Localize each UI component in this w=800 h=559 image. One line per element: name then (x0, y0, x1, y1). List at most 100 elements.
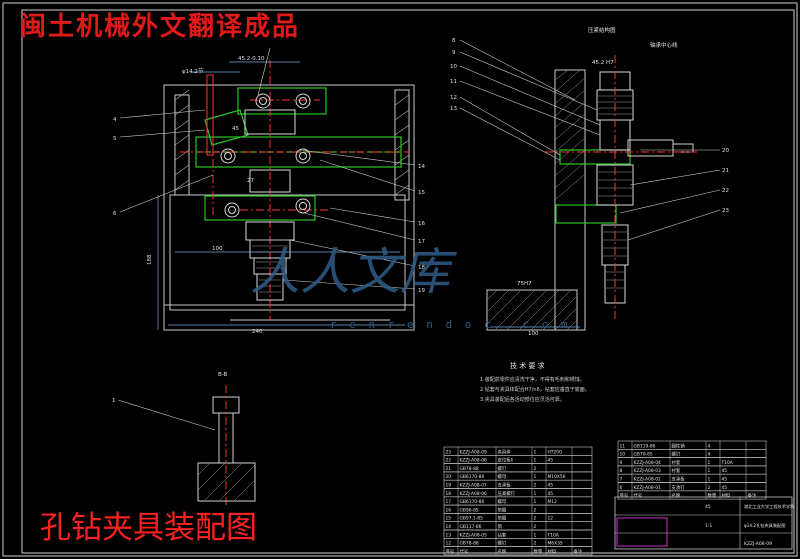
table-cell: 2 (534, 541, 537, 547)
table-header-row (443, 546, 593, 556)
tech-req-line-3: 3.夹具装配后各活动部位应灵活可靠。 (480, 396, 565, 403)
title-block-school: 湖北工业大学工程技术学院 (744, 503, 795, 510)
title-block-code: KZZJ-A08-09 (744, 541, 772, 547)
table-cell: KZZJ-A08-01 (634, 485, 661, 491)
table-cell: T10A (721, 460, 733, 466)
table-cell: 45 (722, 485, 728, 491)
table-cell: 螺钉 (498, 540, 507, 547)
table-cell: GB70-85 (634, 452, 653, 458)
table-cell: 1 (534, 532, 537, 538)
table-cell: 序号 (620, 492, 629, 499)
table-cell: 衬套 (672, 459, 681, 466)
title-block-scale: 1:1 (705, 523, 712, 529)
side-center-label: 轴承中心线 (650, 41, 678, 49)
section-label: B-B (218, 372, 228, 378)
title-block-drawing: φ14.2孔钻夹具装配图 (744, 522, 785, 529)
table-cell: T10A (547, 532, 559, 538)
table-cell: 材料 (548, 548, 557, 555)
table-cell: 14 (446, 524, 452, 530)
table-cell: 1 (534, 491, 537, 497)
callout-19: 19 (418, 288, 425, 294)
table-cell: 销 (498, 523, 503, 530)
table-cell: 1 (534, 449, 537, 455)
table-cell: KZZJ-A08-09 (460, 449, 487, 455)
title-block-material: 45 (705, 504, 711, 510)
dim-tolerance: φ14.2节 (182, 67, 204, 75)
table-cell: 2 (534, 483, 537, 489)
table-cell: GB6170-86 (460, 499, 485, 505)
table-cell: KZZJ-A08-06 (460, 491, 487, 497)
table-cell: KZZJ-A08-05 (460, 532, 487, 538)
dim-45: 45 (232, 126, 239, 132)
table-cell: 13 (446, 532, 452, 538)
table-cell: 45 (548, 458, 554, 464)
callout-16: 16 (418, 221, 425, 227)
callout-6: 6 (113, 211, 117, 217)
table-cell: 45 (548, 491, 554, 497)
table-cell: 45 (722, 468, 728, 474)
side-callout-21: 21 (722, 168, 729, 174)
table-cell: 4 (708, 452, 711, 458)
side-view: 压紧结构图 轴承中心线 45.2 H7 (450, 26, 729, 337)
table-cell: 名称 (672, 492, 681, 499)
table-cell: 2 (534, 466, 537, 472)
side-view-title: 压紧结构图 (588, 26, 616, 34)
side-dim-bottom: 75H7 (517, 281, 532, 287)
table-cell: 45 (548, 483, 554, 489)
table-cell: GB97.1-85 (460, 516, 484, 522)
side-callout-9: 9 (452, 50, 456, 56)
table-cell: GB96-85 (460, 507, 479, 513)
side-dim-top: 45.2 H7 (592, 60, 614, 66)
table-cell: GB6170-86 (460, 474, 485, 480)
table-cell: 2 (534, 524, 537, 530)
table-cell: 支承钉 (672, 484, 686, 491)
table-cell: 2 (534, 507, 537, 513)
table-cell: 夹具体 (498, 448, 512, 455)
technical-requirements: 技 术 要 求 1.装配前零件应清洗干净，不得有毛刺和锈蚀。 2.钻套与夹具体配… (480, 361, 590, 403)
side-callout-20: 20 (722, 148, 729, 154)
table-cell: 垫圈 (498, 506, 507, 513)
table-cell: 11 (620, 443, 626, 449)
callout-18: 18 (418, 265, 425, 271)
side-callout-8: 8 (452, 38, 456, 44)
side-callout-12: 12 (450, 95, 457, 101)
table-cell: 备注 (748, 492, 757, 499)
side-callout-22: 22 (722, 188, 729, 194)
dim-27: 27 (247, 178, 254, 184)
table-cell: 代号 (460, 548, 469, 555)
table-cell: 45 (722, 477, 728, 483)
table-cell: 压紧螺钉 (498, 490, 516, 497)
table-cell: 定位板Ⅱ (498, 457, 513, 464)
table-cell: KZZJ-A08-04 (634, 460, 661, 466)
table-cell: 1 (708, 477, 711, 483)
table-cell: 12 (548, 516, 554, 522)
table-cell: 备注 (574, 548, 583, 555)
table-header-row (617, 490, 767, 500)
table-cell: KZZJ-A08-02 (634, 477, 661, 483)
table-cell: 1 (534, 499, 537, 505)
callout-14: 14 (418, 164, 425, 170)
table-cell: 19 (446, 483, 452, 489)
table-cell: KZZJ-A08-03 (634, 468, 661, 474)
table-cell: GB117-86 (460, 524, 482, 530)
table-cell: 垫圈 (498, 515, 507, 522)
table-cell: 序号 (446, 548, 455, 555)
table-cell: 螺钉 (672, 451, 681, 458)
table-cell: 1 (708, 460, 711, 466)
table-cell: 4 (708, 443, 711, 449)
tech-req-line-1: 1.装配前零件应清洗干净，不得有毛刺和锈蚀。 (480, 376, 585, 383)
table-cell: 2 (534, 516, 537, 522)
side-callout-10: 10 (450, 64, 457, 70)
table-cell: 1 (708, 468, 711, 474)
table-cell: 8 (620, 468, 623, 474)
dim-100: 100 (212, 246, 223, 252)
table-cell: 23 (446, 449, 452, 455)
table-cell: 22 (446, 458, 452, 464)
callout-4: 4 (113, 117, 117, 123)
table-cell: 数量 (534, 548, 543, 555)
table-cell: 材料 (722, 492, 731, 499)
